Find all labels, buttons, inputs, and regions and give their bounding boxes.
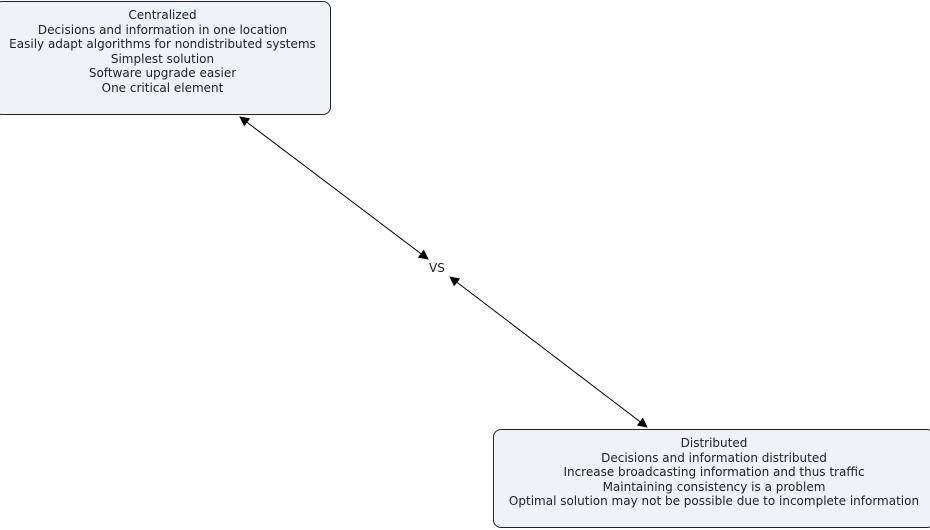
node-line: Increase broadcasting information and th… [563, 465, 865, 480]
node-line: Maintaining consistency is a problem [602, 479, 826, 494]
arrow-centralized-vs [239, 116, 429, 260]
node-vs[interactable]: VS [429, 261, 445, 275]
node-distributed[interactable]: Distributed Decisions and information di… [493, 429, 930, 528]
node-line: Decisions and information distributed [601, 450, 827, 465]
node-centralized[interactable]: Centralized Decisions and information in… [0, 1, 331, 115]
node-title: Centralized [128, 8, 197, 22]
node-line: One critical element [101, 80, 224, 95]
node-line: Decisions and information in one locatio… [37, 22, 288, 37]
arrow-vs-distributed [449, 276, 648, 428]
node-line: Optimal solution may not be possible due… [508, 494, 920, 509]
node-line: Simplest solution [110, 51, 215, 66]
node-line: Easily adapt algorithms for nondistribut… [9, 37, 316, 52]
node-title: Distributed [680, 436, 748, 450]
node-line: Software upgrade easier [88, 66, 237, 81]
